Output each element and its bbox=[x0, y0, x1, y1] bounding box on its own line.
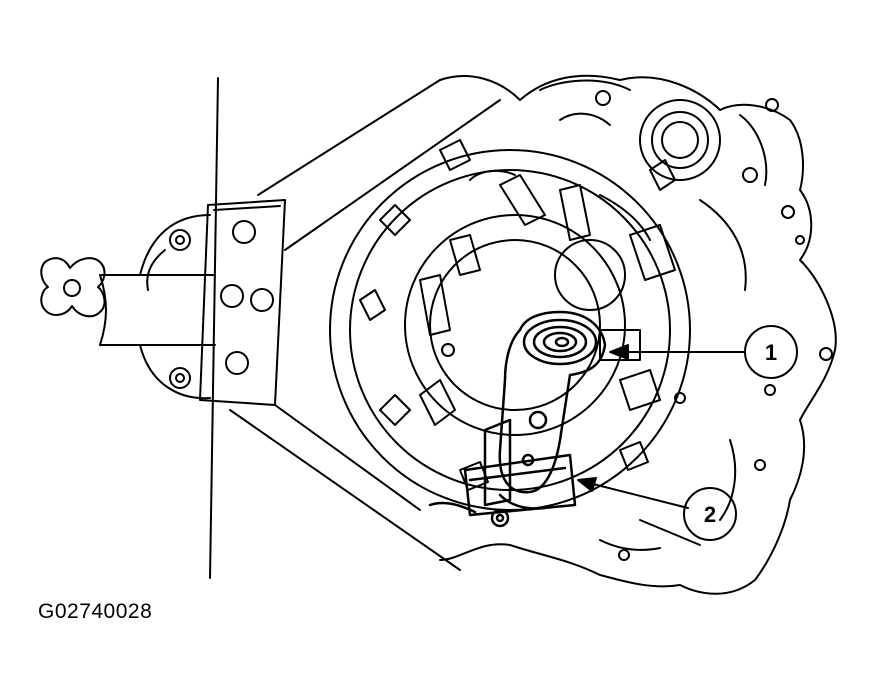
callout-2-circle bbox=[683, 487, 737, 541]
callout-1-circle bbox=[744, 325, 798, 379]
callout-2-arrowhead bbox=[577, 477, 597, 492]
reference-line bbox=[209, 77, 219, 579]
callout-1-arrowhead bbox=[609, 344, 629, 360]
mounting-bracket bbox=[40, 214, 216, 400]
callout-1-number: 1 bbox=[765, 340, 777, 365]
callout-2-leader bbox=[584, 481, 689, 509]
callout-2-number: 2 bbox=[704, 502, 716, 527]
figure-id-label: G02740028 bbox=[38, 600, 153, 623]
transaxle-housing bbox=[229, 74, 837, 595]
alignment-tool bbox=[428, 310, 607, 528]
